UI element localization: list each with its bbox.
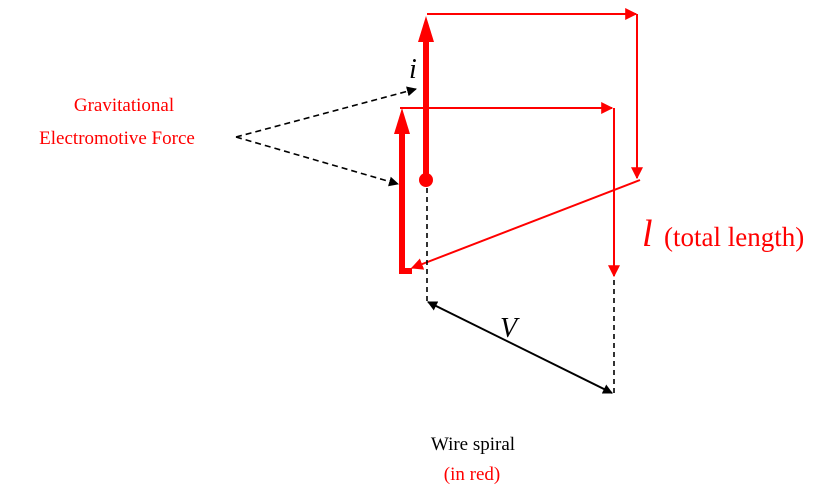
length-note: (total length) xyxy=(664,222,804,252)
emf-arrow-upper-head xyxy=(418,16,434,42)
voltage-double-arrow xyxy=(427,301,613,394)
emf-arrows xyxy=(394,16,434,274)
caption-line1: Wire spiral xyxy=(431,434,515,455)
emf-pointer-upper xyxy=(235,86,417,138)
emf-pointer-lower xyxy=(235,136,399,187)
emf-arrow-upper-origin-dot xyxy=(419,173,433,187)
voltage-symbol: V xyxy=(500,313,520,344)
gravitational-emf-label-line2: Electromotive Force xyxy=(39,128,195,149)
length-symbol: l xyxy=(642,213,653,255)
gravitational-emf-label-line1: Gravitational xyxy=(74,95,174,116)
emf-arrow-lower-head xyxy=(394,108,410,134)
annotation-lines xyxy=(235,86,615,394)
wire-spiral xyxy=(400,8,643,278)
caption-line2: (in red) xyxy=(444,464,500,485)
wire-diagonal-return-segment xyxy=(410,179,641,270)
current-symbol: i xyxy=(409,54,417,85)
